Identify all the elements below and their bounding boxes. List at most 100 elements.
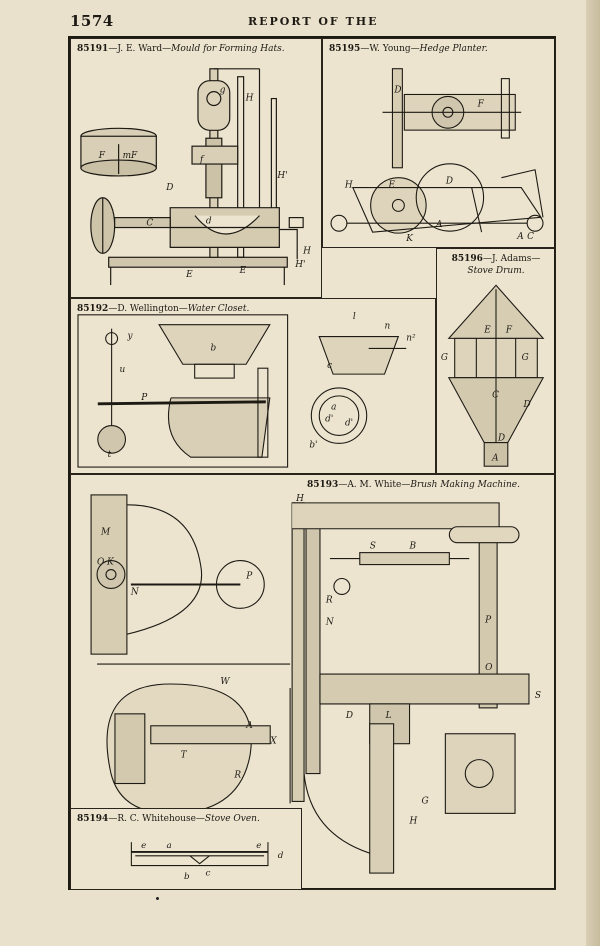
caption-dash: — bbox=[482, 254, 492, 264]
drawing-label: H bbox=[245, 94, 254, 104]
drawing-label: A bbox=[491, 453, 498, 463]
inventor-name: W. Young— bbox=[369, 44, 420, 54]
page-edge-shadow bbox=[586, 0, 600, 946]
drawing-label: E bbox=[185, 270, 193, 280]
drawing-label: b bbox=[210, 343, 216, 353]
drawing-label: b' bbox=[309, 440, 317, 450]
drawing-label: a bbox=[331, 403, 336, 413]
invention-title: Hedge Planter. bbox=[419, 44, 488, 54]
inventor-name: D. Wellington— bbox=[117, 304, 188, 314]
drawing-label: N bbox=[130, 587, 140, 597]
drawing-label: t bbox=[108, 450, 112, 460]
drawing-label: A bbox=[516, 232, 523, 242]
drawing-label: H' bbox=[294, 260, 305, 270]
drawing-label: R bbox=[233, 771, 241, 781]
figure-number: 85192 bbox=[77, 304, 109, 314]
drawing-label: P bbox=[140, 393, 148, 403]
drawing-label: d' bbox=[325, 415, 333, 425]
figure-85192-caption: 85192—D. Wellington—Water Closet. bbox=[77, 303, 429, 315]
drawing-label: D bbox=[523, 400, 531, 410]
figure-number: 85194 bbox=[77, 814, 109, 824]
drawing-label: D bbox=[393, 85, 401, 95]
invention-title: Mould for Forming Hats. bbox=[171, 44, 285, 54]
figure-85195-panel: 85195—W. Young—Hedge Planter. bbox=[322, 38, 556, 248]
caption-dash: — bbox=[108, 814, 118, 824]
drawing-label: H bbox=[295, 494, 304, 504]
drawing-label: H' bbox=[276, 171, 287, 181]
caption-dash: — bbox=[360, 44, 370, 54]
invention-title: Water Closet. bbox=[187, 304, 250, 314]
drawing-label: u bbox=[120, 365, 126, 375]
drawing-label: f bbox=[199, 155, 205, 165]
drawing-label: d bbox=[206, 217, 212, 227]
drawing-label: d' bbox=[345, 419, 353, 429]
drawing-label: H bbox=[302, 246, 311, 256]
figure-85196-panel: 85196—J. Adams—Stove Drum. E F G G C D D… bbox=[436, 248, 556, 474]
drawing-label: P bbox=[245, 572, 253, 582]
drawing-label: G bbox=[522, 353, 529, 363]
inventor-name: J. Adams— bbox=[491, 254, 541, 264]
drawing-label: B bbox=[409, 542, 417, 552]
drawing-label: mF bbox=[123, 151, 138, 161]
drawing-label: L bbox=[385, 711, 392, 721]
drawing-label: g bbox=[220, 86, 226, 96]
drawing-label: C bbox=[492, 390, 499, 400]
drawing-label: E bbox=[483, 325, 491, 335]
drawing-label: c bbox=[206, 868, 211, 878]
drawing-label: K bbox=[405, 234, 414, 244]
drawing-label: T bbox=[181, 751, 188, 761]
drawing-label: F bbox=[98, 151, 106, 161]
drawing-label: D bbox=[165, 183, 173, 193]
patent-drawings-plate: 85191—J. E. Ward—Mould for Forming Hats. bbox=[68, 36, 556, 890]
figure-85191-panel: 85191—J. E. Ward—Mould for Forming Hats. bbox=[70, 38, 322, 298]
figure-number: 85195 bbox=[329, 44, 361, 54]
drawing-label: D bbox=[345, 711, 353, 721]
invention-title: Stove Drum. bbox=[467, 266, 525, 276]
figure-85191-caption: 85191—J. E. Ward—Mould for Forming Hats. bbox=[77, 43, 315, 55]
figure-85196-caption: 85196—J. Adams—Stove Drum. bbox=[443, 253, 549, 277]
invention-title: Brush Making Machine. bbox=[410, 480, 520, 490]
drawing-label: F bbox=[477, 99, 485, 109]
drawing-label: E bbox=[239, 266, 247, 276]
drawing-label: A bbox=[245, 721, 252, 731]
page-number: 1574 bbox=[70, 12, 114, 30]
invention-title: Stove Oven. bbox=[204, 814, 260, 824]
hedge-planter-drawing: D F H E D A K A C bbox=[330, 68, 544, 244]
drawing-label: C bbox=[146, 219, 153, 229]
drawing-label: K bbox=[106, 558, 115, 568]
inventor-name: A. M. White— bbox=[347, 480, 411, 490]
figure-85192-panel: 85192—D. Wellington—Water Closet. bbox=[70, 298, 436, 474]
drawing-label: e bbox=[256, 841, 261, 851]
drawing-label: G bbox=[421, 796, 428, 806]
drawing-label: e bbox=[141, 841, 146, 851]
drawing-label: G bbox=[441, 353, 448, 363]
drawing-label: C bbox=[527, 232, 534, 242]
drawing-label: n² bbox=[406, 334, 416, 344]
drawing-label: D bbox=[497, 434, 505, 444]
page-header: 1574 REPORT OF THE bbox=[0, 12, 600, 32]
drawing-label: E bbox=[387, 181, 395, 191]
figure-number: 85193 bbox=[307, 480, 339, 490]
running-head: REPORT OF THE bbox=[248, 15, 379, 28]
figure-85193-panel: 85193—A. M. White—Brush Making Machine. bbox=[70, 474, 556, 890]
figure-85193-caption: 85193—A. M. White—Brush Making Machine. bbox=[307, 479, 549, 491]
drawing-label: P bbox=[484, 615, 492, 625]
figure-number: 85191 bbox=[77, 44, 109, 54]
caption-dash: — bbox=[338, 480, 348, 490]
drawing-label: D bbox=[445, 177, 453, 187]
caption-dash: — bbox=[108, 44, 118, 54]
drawing-label: y bbox=[126, 332, 133, 342]
drawing-label: S bbox=[370, 542, 376, 552]
inventor-name: R. C. Whitehouse— bbox=[117, 814, 205, 824]
drawing-label: A bbox=[435, 220, 442, 230]
drawing-label: n bbox=[384, 322, 390, 332]
brush-making-machine-drawing: M O K N P W A X T R H S B R P O N L D G … bbox=[90, 494, 541, 874]
figure-85194-panel: 85194—R. C. Whitehouse—Stove Oven. e a e… bbox=[70, 808, 302, 890]
hat-mould-drawing: g H H' f F mF D C d E E H H' bbox=[80, 68, 311, 286]
drawing-label: H bbox=[409, 816, 418, 826]
drawing-label: a bbox=[166, 841, 171, 851]
drawing-label: S bbox=[535, 691, 541, 701]
drawing-label: F bbox=[505, 325, 513, 335]
drawing-label: b bbox=[184, 872, 190, 882]
drawing-label: d bbox=[278, 851, 284, 861]
